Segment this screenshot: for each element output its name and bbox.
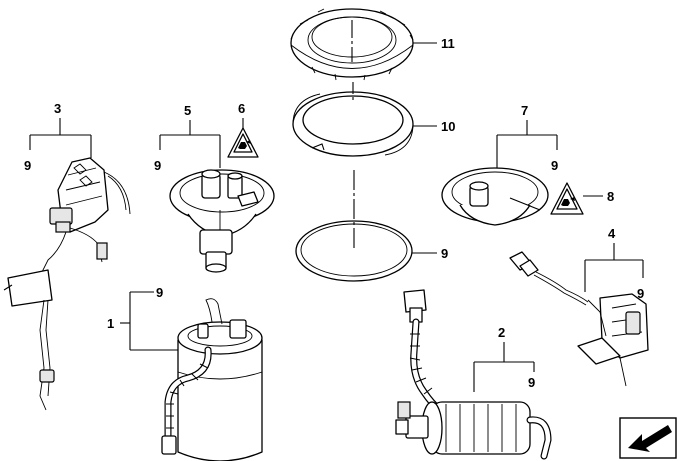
part-10-seal-ring [292, 82, 437, 157]
part-9-o-ring [295, 170, 437, 282]
callout-9-flange2: 9 [551, 158, 558, 173]
callout-9-sensor: 9 [24, 158, 31, 173]
callout-9-module: 9 [156, 285, 163, 300]
callout-9-filter: 9 [528, 375, 535, 390]
callout-7: 7 [521, 103, 528, 118]
part-6-warning-label [227, 118, 259, 158]
callout-6: 6 [238, 101, 245, 116]
callout-2: 2 [498, 325, 505, 340]
callout-8: 8 [607, 189, 614, 204]
callout-9-ring: 9 [441, 246, 448, 261]
callout-10: 10 [441, 119, 455, 134]
part-11-lock-ring [290, 8, 437, 81]
navigation-arrow-icon[interactable] [619, 417, 677, 459]
callout-5: 5 [184, 103, 191, 118]
part-1-pump-module [120, 291, 263, 461]
callout-9-flange: 9 [154, 158, 161, 173]
part-4-level-sensor [509, 243, 649, 387]
part-7-flange [441, 120, 558, 226]
callout-3: 3 [54, 101, 61, 116]
warning-triangle-icon [550, 182, 584, 215]
part-5-pump-flange [159, 120, 275, 273]
callout-11: 11 [441, 36, 455, 51]
part-2-fuel-filter [395, 289, 552, 460]
part-3-level-sensor [3, 118, 131, 411]
warning-triangle-icon [227, 127, 259, 158]
callout-1: 1 [107, 316, 114, 331]
callout-9-sensor2: 9 [637, 286, 644, 301]
callout-4: 4 [608, 226, 616, 241]
part-8-warning-label [550, 182, 603, 215]
